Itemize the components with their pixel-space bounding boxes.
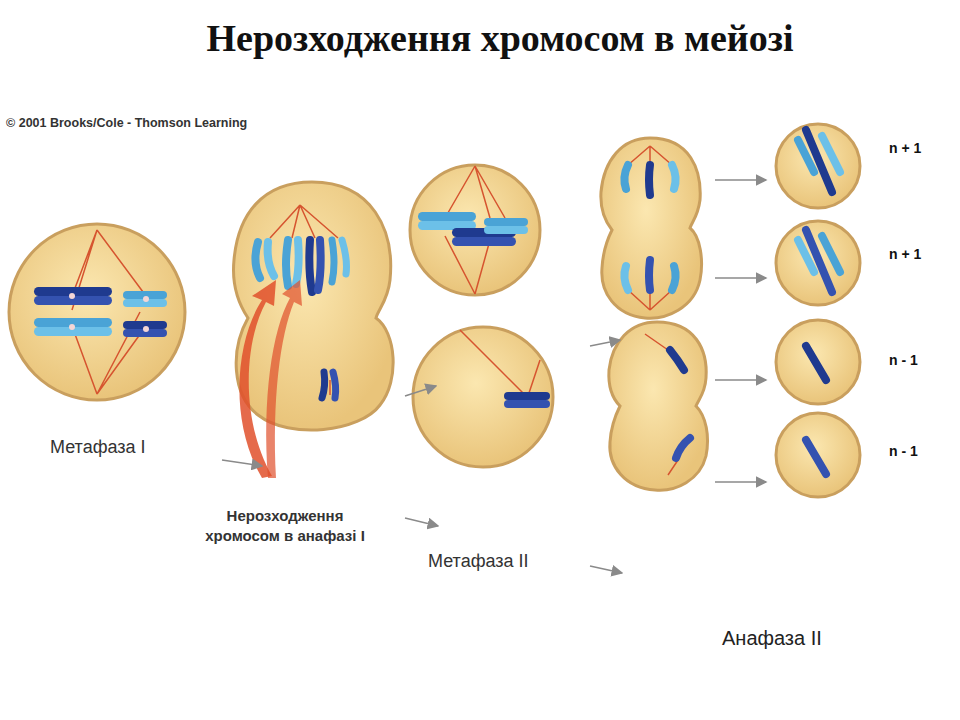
- stage-label: Метафаза I: [50, 437, 146, 458]
- diagram-title: Нерозходження хромосом в мейозі: [40, 16, 960, 60]
- gamete-count: n + 1: [889, 246, 921, 262]
- cell-anaphase-2: [601, 138, 708, 490]
- gamete-count: n - 1: [889, 443, 918, 459]
- stage-label: Метафаза II: [428, 551, 529, 572]
- stage-label: Анафаза II: [722, 627, 822, 650]
- cell-metaphase-2: [410, 165, 553, 467]
- nondisjunction-arrow: [239, 280, 302, 478]
- stage-label: Нерозходження хромосом в анафазі I: [190, 506, 380, 547]
- cell-anaphase-1: [234, 182, 394, 430]
- gamete-count: n + 1: [889, 140, 921, 156]
- cell-metaphase-1: [9, 224, 185, 400]
- copyright-note: © 2001 Brooks/Cole - Thomson Learning: [6, 116, 247, 130]
- gamete-count: n - 1: [889, 352, 918, 368]
- gametes: [776, 124, 860, 497]
